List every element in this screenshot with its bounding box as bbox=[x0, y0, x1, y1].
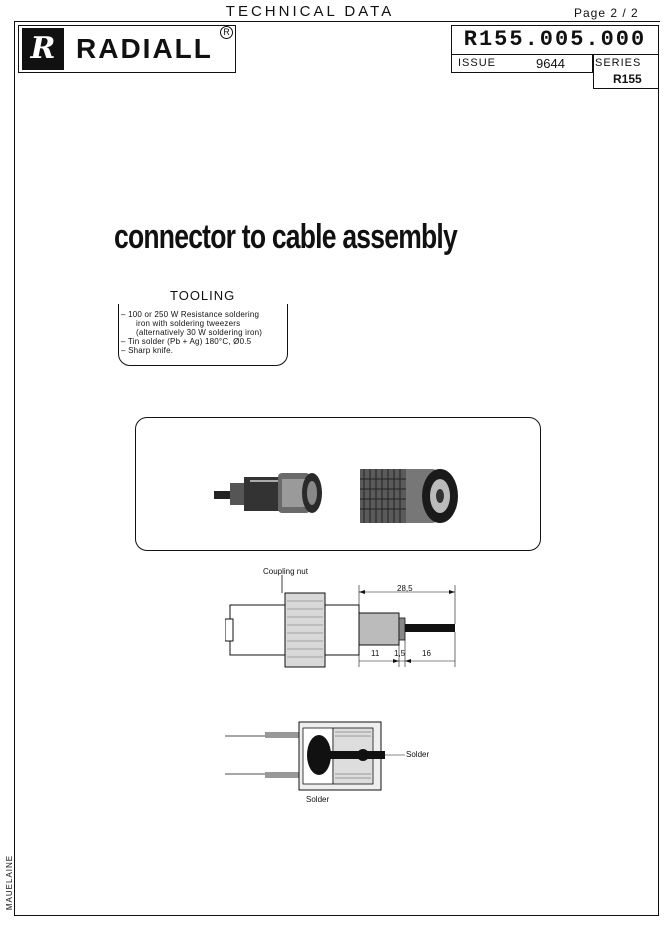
connector-side-view-icon bbox=[214, 473, 322, 513]
header-rule bbox=[14, 21, 660, 22]
dimension-conductor: 16 bbox=[422, 649, 431, 658]
dimension-total: 28,5 bbox=[397, 584, 413, 593]
radiall-logo-icon: R bbox=[22, 28, 64, 70]
reference-frame bbox=[451, 25, 659, 55]
issue-number: 9644 bbox=[536, 56, 565, 71]
page-number: Page 2 / 2 bbox=[574, 6, 639, 20]
left-border bbox=[14, 21, 15, 916]
tooling-line: – Sharp knife. bbox=[121, 346, 174, 355]
section-title: connector to cable assembly bbox=[114, 218, 458, 256]
issue-label: ISSUE bbox=[458, 57, 497, 69]
tooling-box bbox=[118, 304, 288, 366]
solder-section-drawing bbox=[225, 721, 405, 791]
connector-photo-frame bbox=[135, 417, 541, 551]
right-border bbox=[658, 89, 659, 916]
series-label: SERIES bbox=[595, 57, 642, 69]
dimension-braid: 11 bbox=[371, 649, 380, 658]
series-frame bbox=[593, 55, 659, 89]
dimension-dielectric: 1,5 bbox=[394, 649, 406, 658]
logo-frame bbox=[18, 25, 236, 73]
tooling-line: (alternatively 30 W soldering iron) bbox=[136, 328, 263, 337]
printer-name: MAUELAINE bbox=[5, 854, 15, 911]
stripping-drawing bbox=[225, 575, 456, 668]
printer-mark: MAUELAINE bbox=[2, 855, 14, 910]
document-header-title: TECHNICAL DATA bbox=[225, 3, 395, 20]
brand-name: RADIALL bbox=[76, 33, 213, 64]
logo-mark-letter: R bbox=[30, 31, 56, 66]
connector-front-view-icon bbox=[360, 469, 458, 523]
tooling-line: – Tin solder (Pb + Ag) 180°C, Ø0.5 bbox=[121, 337, 252, 346]
tooling-line: – 100 or 250 W Resistance soldering bbox=[121, 310, 260, 319]
tooling-line: iron with soldering tweezers bbox=[136, 319, 241, 328]
connector-photo bbox=[214, 469, 458, 523]
bottom-border bbox=[14, 915, 659, 916]
solder-label-right: Solder bbox=[406, 750, 430, 759]
issue-frame bbox=[451, 55, 593, 73]
part-reference: R155.005.000 bbox=[463, 27, 647, 52]
series-value: R155 bbox=[613, 72, 642, 86]
registered-mark-icon: R bbox=[220, 26, 233, 39]
tooling-heading: TOOLING bbox=[170, 288, 236, 303]
solder-label-bottom: Solder bbox=[306, 795, 330, 804]
coupling-nut-label: Coupling nut bbox=[263, 567, 308, 576]
